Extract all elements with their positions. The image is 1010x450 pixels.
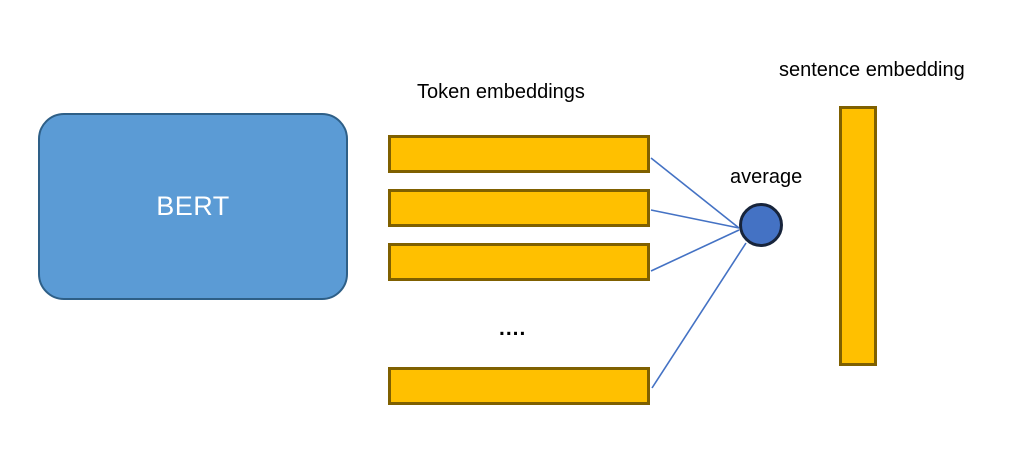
token-embedding-bar-n [388,367,650,405]
connector-bar-n-to-average [651,242,747,389]
connector-bar-3-to-average [650,229,740,272]
average-label: average [730,166,803,188]
token-embedding-bar-1 [388,135,650,173]
token-embedding-bar-2 [388,189,650,227]
token-ellipsis: .... [499,317,527,340]
connector-bar-1-to-average [650,157,740,229]
average-pooling-node [739,203,783,247]
bert-label: BERT [156,191,230,221]
token-embedding-bar-3 [388,243,650,281]
connector-bar-2-to-average [650,209,740,229]
sentence-embedding-bar [839,106,877,366]
sentence-embedding-caption: sentence embedding [779,59,965,81]
token-embeddings-caption: Token embeddings [417,81,585,103]
bert-encoder-block: BERT [38,113,348,300]
